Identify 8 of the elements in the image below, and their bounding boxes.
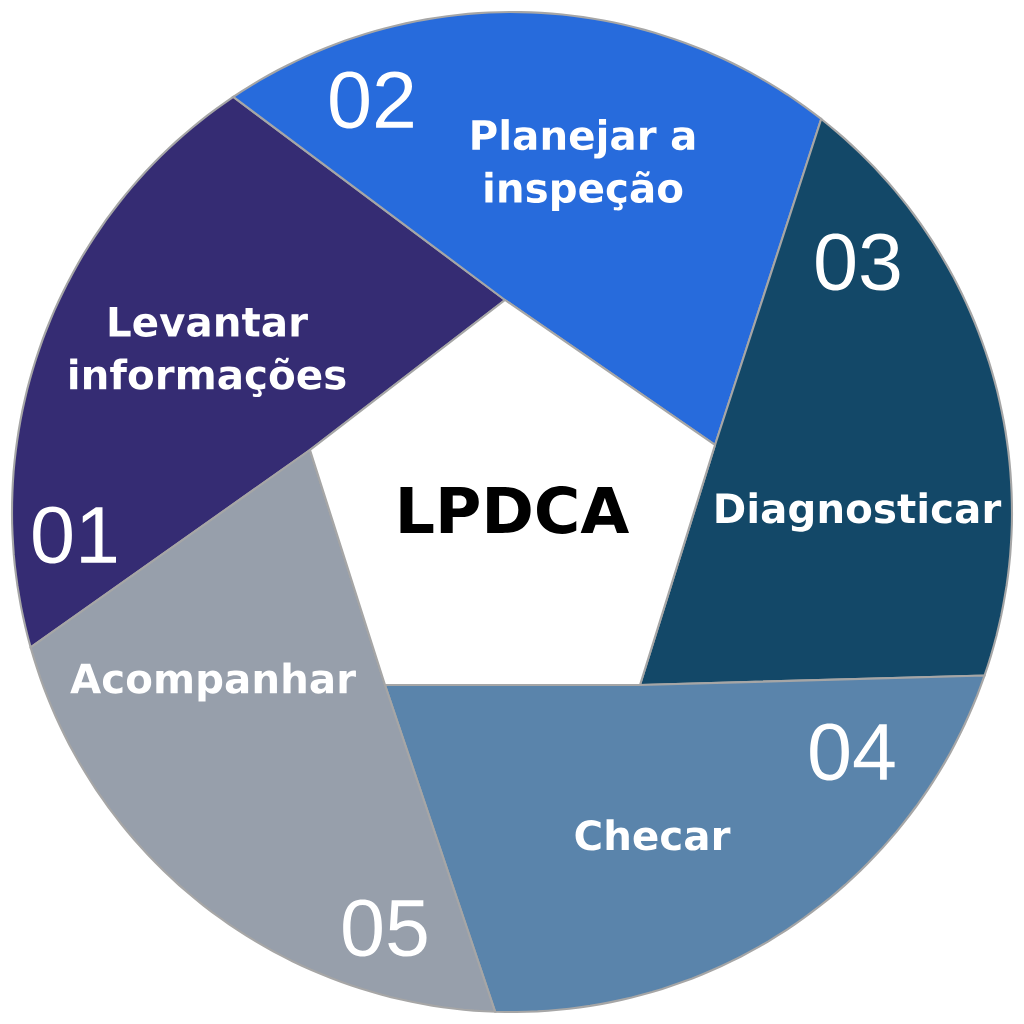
step-number: 04: [810, 723, 895, 781]
step-label: Diagnosticar: [716, 492, 1002, 532]
step-label: Planejar a inspeção: [472, 119, 695, 211]
step-number: 03: [816, 233, 900, 291]
step-label: Checar: [575, 819, 731, 851]
step-number: 02: [330, 71, 413, 129]
step-number: 05: [343, 899, 427, 957]
step-number: 01: [33, 506, 116, 564]
